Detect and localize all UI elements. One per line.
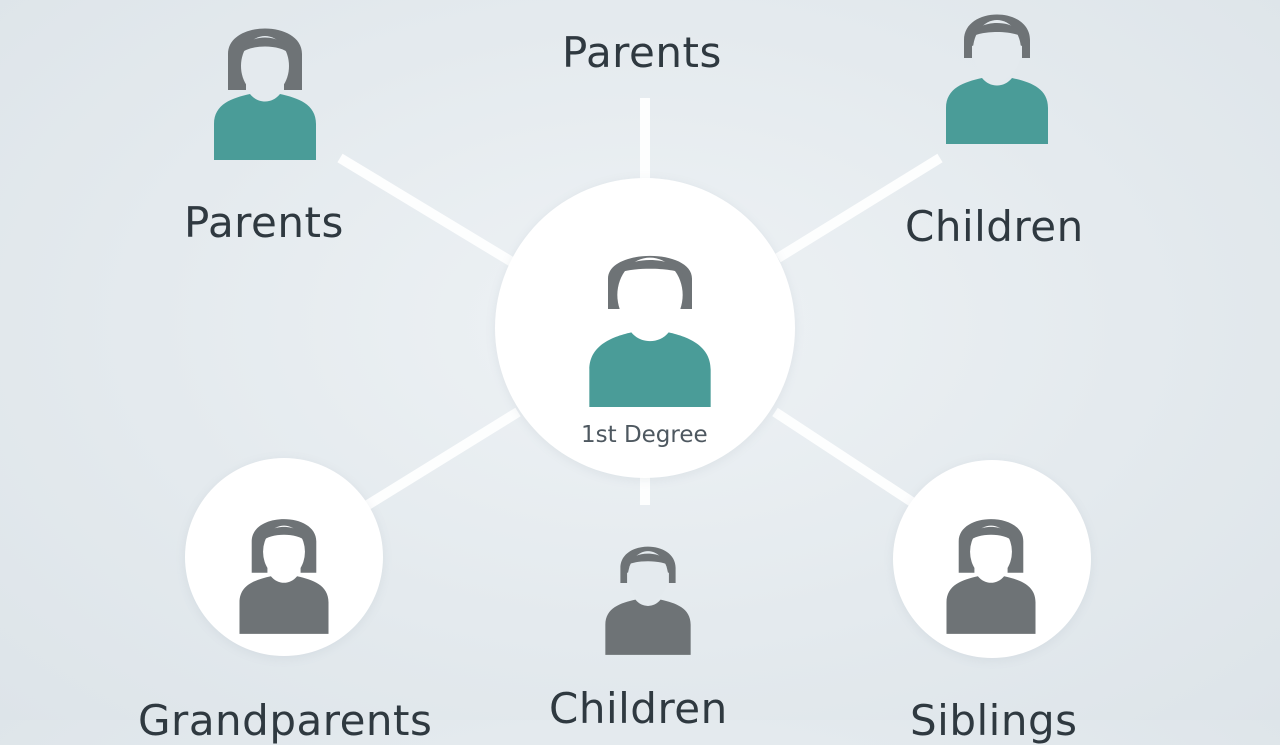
connector-top-right [775,153,943,263]
center-degree-label: 1st Degree [581,422,708,448]
center-person-icon [589,255,711,407]
node-label-bottom-left: Grandparents [138,696,433,745]
person-female-icon-bottom-right [946,519,1036,634]
node-label-top-center: Parents [562,28,722,77]
person-male-icon-top-right [946,14,1048,144]
node-label-top-right: Children [905,202,1084,251]
connector-top-left [337,153,515,267]
person-male-icon-bottom-center [605,546,691,655]
connector-bottom-left [363,407,521,511]
person-female-icon-top-left [214,28,316,160]
person-female-icon-bottom-left [239,519,329,634]
node-label-bottom-right: Siblings [910,696,1078,745]
connector-lines [0,0,1280,720]
connector-bottom-right [772,407,915,507]
node-label-bottom-center: Children [549,684,728,733]
node-label-top-left: Parents [184,198,344,247]
